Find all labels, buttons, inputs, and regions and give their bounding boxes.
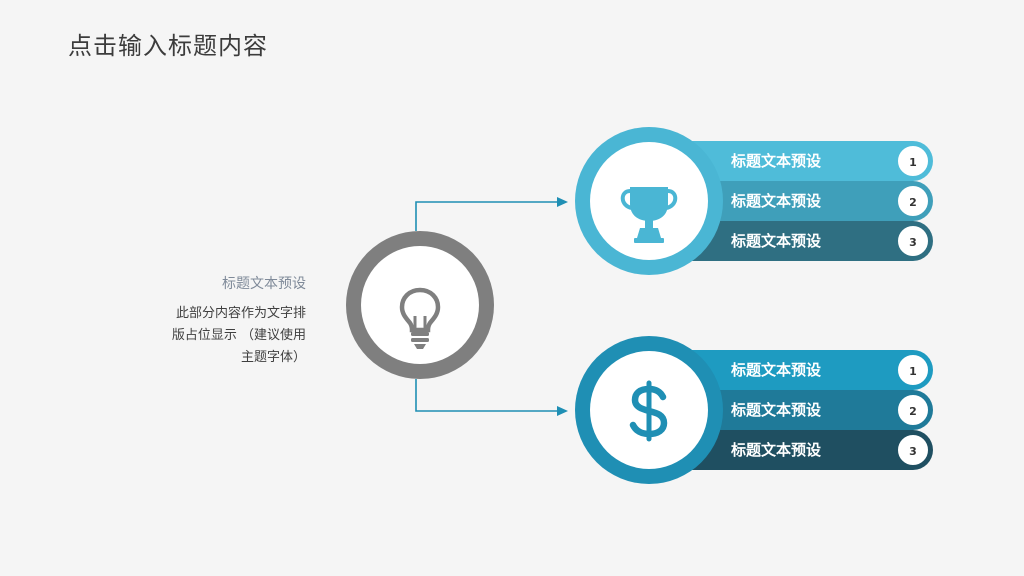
number-badge: 2: [896, 393, 930, 427]
top-bar-2[interactable]: 标题文本预设 2: [671, 181, 933, 221]
number-badge: 2: [896, 184, 930, 218]
left-body-text[interactable]: 此部分内容作为文字排 版占位显示 （建议使用 主题字体）: [136, 303, 306, 369]
left-body-line: 此部分内容作为文字排: [175, 306, 306, 321]
connector-bottom: [415, 379, 560, 412]
arrowhead-top: [557, 197, 568, 207]
dollar-icon: [629, 380, 668, 442]
left-body-line: 主题字体）: [240, 350, 306, 365]
page-title[interactable]: 点击输入标题内容: [68, 32, 268, 60]
top-bar-1[interactable]: 标题文本预设 1: [671, 141, 933, 181]
bottom-bar-1[interactable]: 标题文本预设 1: [671, 350, 933, 390]
left-body-line: 版占位显示 （建议使用: [171, 328, 306, 343]
group-bottom: 标题文本预设 1 标题文本预设 2 标题文本预设 3: [575, 336, 935, 486]
top-circle: [575, 127, 723, 275]
lightbulb-icon: [399, 287, 441, 349]
connector-top: [415, 201, 560, 231]
bar-label: 标题文本预设: [731, 401, 822, 419]
number-badge: 1: [896, 144, 930, 178]
number-badge: 1: [896, 353, 930, 387]
trophy-icon: [620, 187, 678, 243]
arrowhead-bottom: [557, 406, 568, 416]
center-circle-inner: [361, 246, 479, 364]
top-circle-inner: [590, 142, 708, 260]
bar-label: 标题文本预设: [731, 152, 822, 170]
number-badge: 3: [896, 224, 930, 258]
group-top: 标题文本预设 1 标题文本预设 2 标题文本预设 3: [575, 127, 935, 277]
number-badge: 3: [896, 433, 930, 467]
bar-label: 标题文本预设: [731, 232, 822, 250]
bar-label: 标题文本预设: [731, 441, 822, 459]
bar-label: 标题文本预设: [731, 361, 822, 379]
center-circle: [346, 231, 494, 379]
bar-label: 标题文本预设: [731, 192, 822, 210]
bottom-circle: [575, 336, 723, 484]
bottom-circle-inner: [590, 351, 708, 469]
left-heading[interactable]: 标题文本预设: [222, 276, 306, 292]
